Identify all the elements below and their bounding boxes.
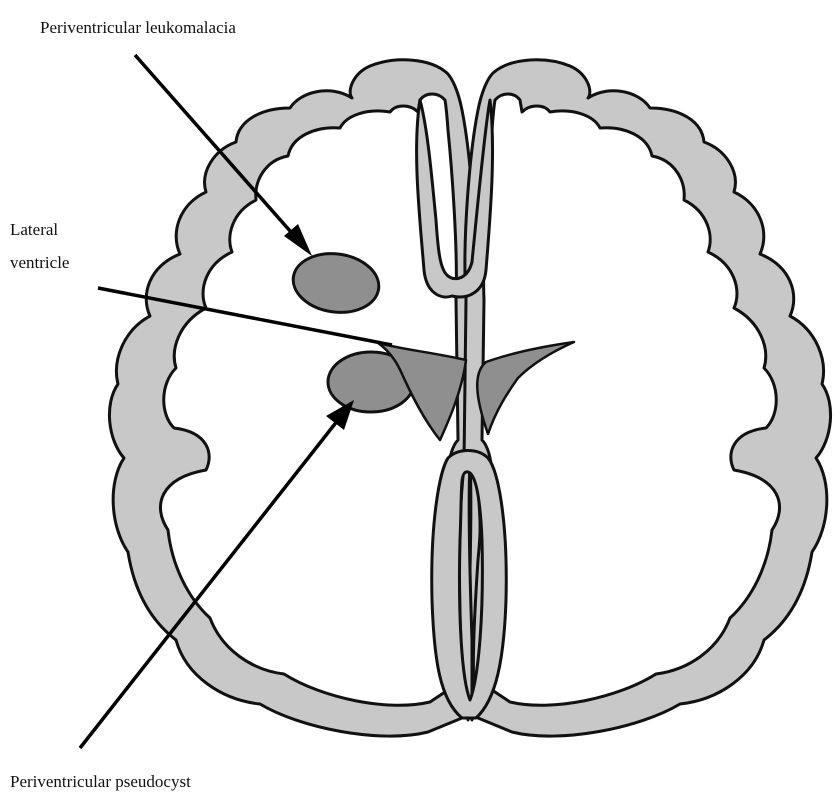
pseudocyst-label: Periventricular pseudocyst (10, 772, 191, 791)
right-hemisphere-cortex (459, 60, 830, 736)
leukomalacia-lesion (289, 248, 382, 317)
leukomalacia-label: Periventricular leukomalacia (40, 18, 236, 37)
right-lateral-ventricle (477, 342, 574, 434)
lateral-ventricle-label-line1: Lateral (10, 220, 58, 239)
lateral-ventricle-label-line2: ventricle (10, 253, 69, 272)
